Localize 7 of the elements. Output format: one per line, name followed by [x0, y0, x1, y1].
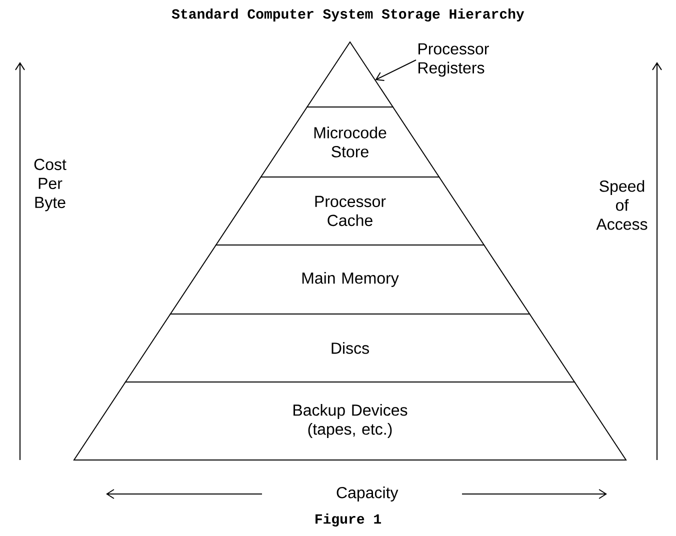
axis-label: Cost Per Byte [34, 158, 66, 212]
axis-label: Capacity [336, 486, 398, 502]
arrow [375, 60, 416, 82]
axis-label: Speed of Access [596, 180, 648, 230]
caption: Figure 1 [316, 513, 381, 527]
callout-text: Processor Registers [418, 43, 489, 77]
title: Standard Computer System Storage Hierarchy [172, 8, 524, 22]
